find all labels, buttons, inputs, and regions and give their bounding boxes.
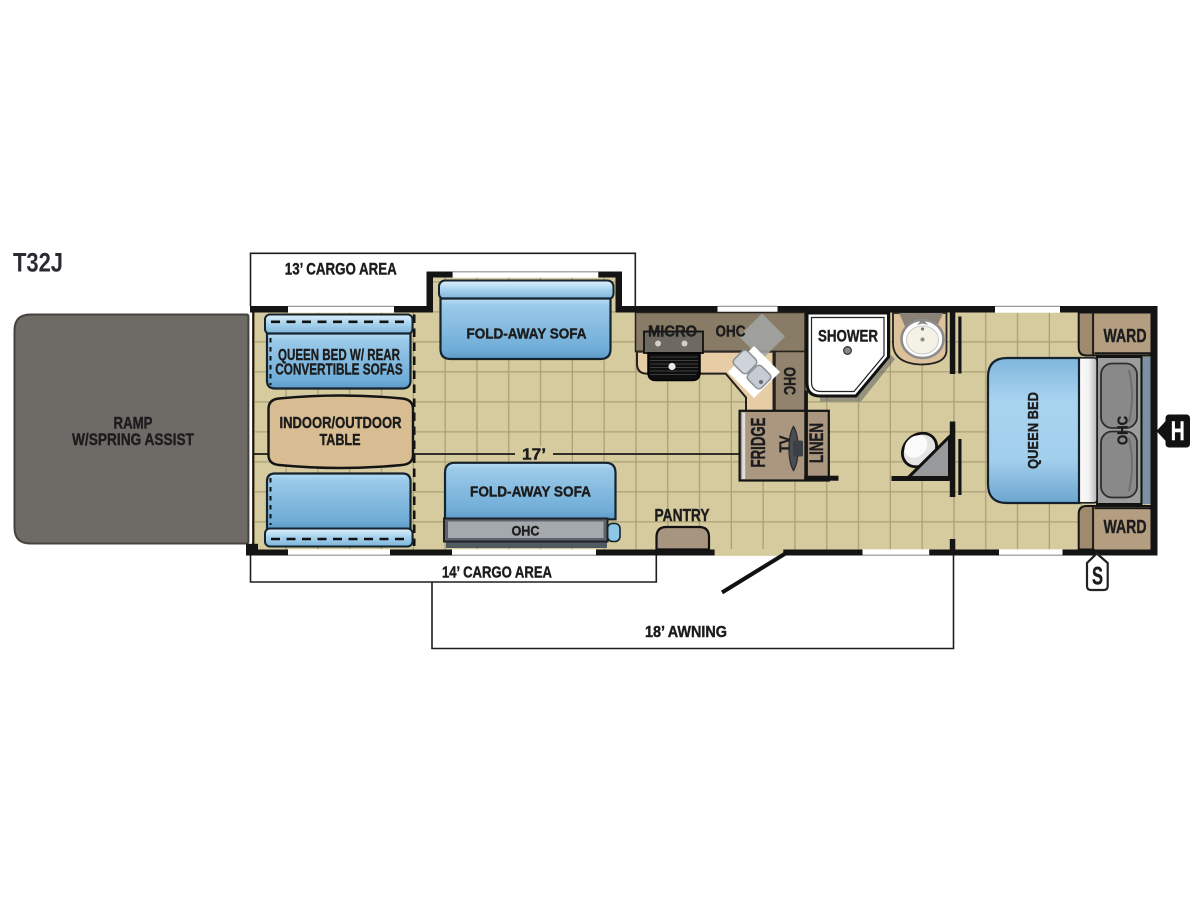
svg-text:FOLD-AWAY SOFA: FOLD-AWAY SOFA [467, 327, 587, 343]
svg-text:FOLD-AWAY SOFA: FOLD-AWAY SOFA [470, 485, 591, 501]
svg-text:S: S [1092, 563, 1103, 591]
svg-text:WARD: WARD [1104, 516, 1147, 537]
svg-text:OHC: OHC [780, 367, 798, 395]
svg-text:PANTRY: PANTRY [655, 505, 710, 525]
svg-text:T32J: T32J [13, 248, 63, 278]
svg-text:RAMP: RAMP [114, 415, 153, 433]
svg-text:18’ AWNING: 18’ AWNING [645, 624, 727, 641]
svg-text:SHOWER: SHOWER [818, 328, 878, 346]
svg-text:H: H [1171, 416, 1185, 446]
svg-text:FRIDGE: FRIDGE [748, 418, 770, 468]
svg-text:TABLE: TABLE [320, 432, 361, 449]
svg-text:QUEEN BED W/ REAR: QUEEN BED W/ REAR [278, 347, 400, 364]
svg-text:INDOOR/OUTDOOR: INDOOR/OUTDOOR [280, 415, 402, 432]
svg-text:WARD: WARD [1104, 325, 1147, 346]
svg-text:17’: 17’ [522, 447, 546, 464]
svg-text:MICRO: MICRO [648, 324, 697, 341]
svg-text:14’ CARGO AREA: 14’ CARGO AREA [442, 565, 552, 582]
svg-text:13’ CARGO AREA: 13’ CARGO AREA [285, 261, 397, 279]
svg-text:W/SPRING ASSIST: W/SPRING ASSIST [72, 431, 194, 449]
svg-text:OHC: OHC [716, 324, 746, 341]
svg-text:QUEEN BED: QUEEN BED [1025, 392, 1042, 469]
svg-text:LINEN: LINEN [807, 423, 828, 463]
svg-text:OHC: OHC [512, 523, 540, 539]
svg-text:CONVERTIBLE SOFAS: CONVERTIBLE SOFAS [275, 362, 403, 379]
svg-text:OHC: OHC [1116, 416, 1132, 445]
svg-text:TV: TV [777, 436, 794, 453]
